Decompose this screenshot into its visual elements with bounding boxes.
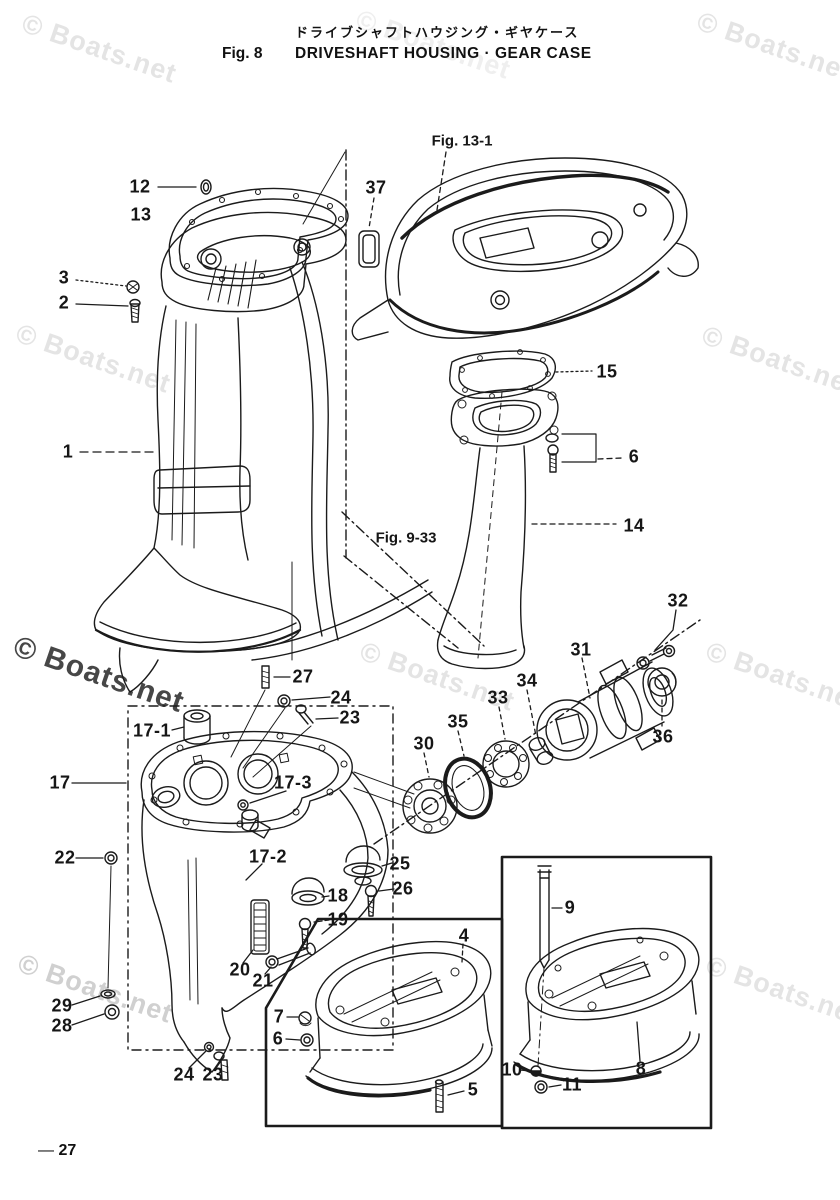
callout-34: 34 [516,670,538,691]
callout-30: 30 [413,733,435,754]
callout-17-2: 17-2 [248,846,288,867]
callout-14: 14 [623,515,645,536]
callout-5: 5 [467,1079,479,1100]
callout-1: 1 [62,441,74,462]
callout-22: 22 [54,847,76,868]
figure-number-label: Fig. 8 [222,45,263,62]
callout-3: 3 [58,267,70,288]
callout-15: 15 [596,361,618,382]
callout-29: 29 [51,995,73,1016]
callout-9: 9 [564,897,576,918]
callout-36: 36 [652,726,674,747]
callout-28: 28 [51,1015,73,1036]
page-title-english: DRIVESHAFT HOUSING · GEAR CASE [295,45,592,62]
callout-24: 24 [330,687,352,708]
callout-4: 4 [458,925,470,946]
figref-13-1: Fig. 13-1 [431,132,493,150]
callout-26: 26 [392,878,414,899]
callout-20: 20 [229,959,251,980]
driveshaft-housing-drawing [93,179,433,693]
callout-17-3: 17-3 [273,772,313,793]
callout-21: 21 [252,970,274,991]
callout-33: 33 [487,687,509,708]
page-number-value: 27 [58,1142,77,1159]
callout-6b: 6 [272,1028,284,1049]
callout-17-1: 17-1 [132,720,172,741]
exhaust-tube-drawing [436,388,597,670]
inset-boxes [264,855,713,1130]
callout-31: 31 [570,639,592,660]
lower-pan-drawing [351,157,699,400]
extension-housing-right-drawing [513,865,700,1094]
callout-35: 35 [447,711,469,732]
callout-19: 19 [327,909,349,930]
figref-9-33: Fig. 9-33 [375,529,437,547]
callout-11: 11 [561,1074,583,1095]
callout-10: 10 [501,1059,523,1080]
callout-32: 32 [667,590,689,611]
callout-6: 6 [628,446,640,467]
callout-24b: 24 [173,1064,195,1085]
callout-17: 17 [49,772,71,793]
callout-12: 12 [129,176,151,197]
callout-23b: 23 [202,1064,224,1085]
callout-7: 7 [273,1006,285,1027]
callout-2: 2 [58,292,70,313]
driveshaft-sleeve-drawing [402,644,677,834]
callout-27: 27 [292,666,314,687]
projection-lines [230,151,415,809]
page-number: — 27 [38,1142,76,1160]
gear-case-drawing [100,665,389,1081]
callout-13: 13 [130,204,152,225]
callout-8: 8 [635,1058,647,1079]
callout-37: 37 [365,177,387,198]
leader-lines [71,151,677,1096]
callout-23: 23 [339,707,361,728]
construction-lines [127,149,701,1051]
callout-18: 18 [327,885,349,906]
page-number-dash: — [38,1142,54,1159]
page-title-japanese: ドライブシャフトハウジング・ギヤケース [295,25,580,40]
extension-housing-left-drawing [298,940,493,1113]
callout-25: 25 [389,853,411,874]
